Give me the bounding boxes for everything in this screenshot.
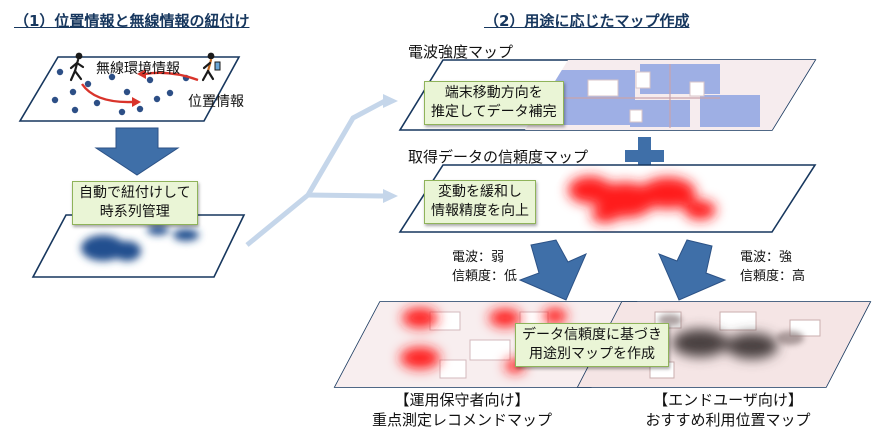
walking-person-icon <box>69 52 85 82</box>
reliability-map-label: 取得データの信頼度マップ <box>408 148 589 166</box>
radio-map-label: 電波強度マップ <box>408 43 514 61</box>
callout-line: データ信頼度に基づき <box>522 327 662 343</box>
condition-line: 電波：強 <box>740 250 793 265</box>
enduser-map-caption: 【エンドユーザ向け】 おすすめ利用位置マップ <box>628 390 828 430</box>
plus-icon <box>625 137 664 175</box>
section1-title: （1）位置情報と無線情報の紐付け <box>14 12 250 30</box>
down-arrow-right <box>658 239 727 301</box>
accuracy-callout: 変動を緩和し 情報精度を向上 <box>424 180 536 224</box>
strong-signal-condition: 電波：強 信頼度：高 <box>740 248 805 286</box>
auto-link-callout: 自動で紐付けして 時系列管理 <box>72 181 198 225</box>
connector-arrows <box>245 98 387 247</box>
direction-callout: 端末移動方向を 推定してデータ補完 <box>424 81 564 125</box>
down-arrow-1 <box>94 127 180 176</box>
caption-line: 【運用保守者向け】 <box>394 391 530 409</box>
callout-line: 情報精度を向上 <box>431 203 529 219</box>
condition-line: 信頼度：低 <box>452 269 518 284</box>
section2-title: （2）用途に応じたマップ作成 <box>484 12 690 30</box>
caption-line: 【エンドユーザ向け】 <box>653 391 803 409</box>
caption-line: 重点測定レコメンドマップ <box>371 411 552 429</box>
down-arrow-left <box>518 239 587 301</box>
weak-signal-condition: 電波：弱 信頼度：低 <box>452 248 517 286</box>
operator-map-caption: 【運用保守者向け】 重点測定レコメンドマップ <box>362 390 562 430</box>
caption-line: おすすめ利用位置マップ <box>645 411 811 429</box>
callout-line: 端末移動方向を <box>444 85 543 101</box>
smartphone-user-icon <box>201 52 221 82</box>
callout-line: 自動で紐付けして <box>79 185 191 201</box>
wireless-info-label: 無線環境情報 <box>96 61 180 77</box>
condition-line: 電波：弱 <box>452 250 505 265</box>
condition-line: 信頼度：高 <box>740 269 806 284</box>
callout-line: 変動を緩和し <box>438 184 522 200</box>
callout-line: 時系列管理 <box>99 204 170 220</box>
callout-line: 推定してデータ補完 <box>431 104 557 120</box>
usage-map-callout: データ信頼度に基づき 用途別マップを作成 <box>515 323 669 367</box>
callout-line: 用途別マップを作成 <box>529 346 655 362</box>
position-info-label: 位置情報 <box>188 94 244 110</box>
